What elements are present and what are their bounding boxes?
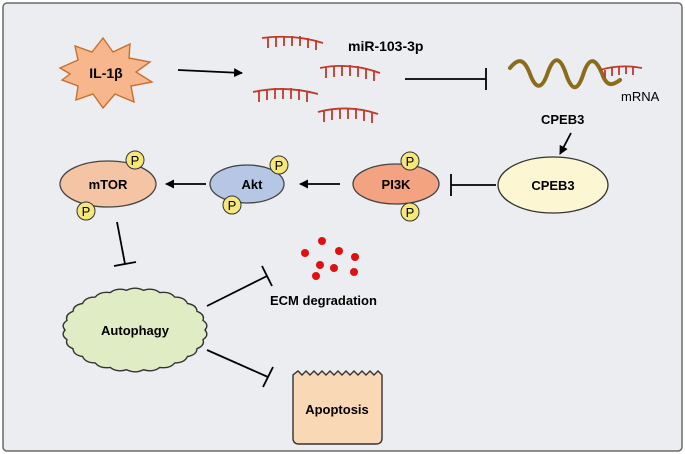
mrna-strand — [508, 58, 643, 90]
mirna-strand-2 — [319, 64, 381, 81]
mtor-phospho-bottom: P — [76, 201, 96, 221]
autophagy-node: Autophagy — [62, 287, 208, 373]
inhibit-mtor-to-autophagy — [113, 221, 137, 267]
ecm-label: ECM degradation — [270, 293, 377, 308]
cpeb3-ellipse — [497, 156, 609, 214]
cpeb3-node: CPEB3 — [497, 156, 609, 214]
il1b-starburst-shape — [58, 36, 154, 110]
apoptosis-node: Apoptosis — [292, 370, 383, 445]
mirna-label: miR-103-3p — [348, 38, 423, 54]
bound-mirna — [599, 65, 643, 78]
phospho-label: P — [228, 198, 237, 213]
phospho-label: P — [82, 204, 91, 219]
il1b-node: IL-1β — [58, 36, 154, 110]
akt-label: Akt — [242, 177, 264, 192]
mtor-phospho-top: P — [125, 150, 145, 170]
mrna-label: mRNA — [621, 89, 660, 104]
phospho-label: P — [131, 153, 140, 168]
cpeb3-gene-label: CPEB3 — [541, 112, 584, 127]
mtor-node: mTOR P P — [59, 150, 157, 221]
inhibit-mirna-to-mrna — [405, 68, 487, 90]
il1b-label: IL-1β — [89, 65, 123, 81]
arrow-il1b-to-mirna — [177, 68, 243, 78]
apoptosis-label: Apoptosis — [305, 402, 369, 417]
arrow-gene-to-cpeb3 — [559, 132, 572, 155]
phospho-label: P — [275, 158, 284, 173]
autophagy-label: Autophagy — [101, 323, 170, 338]
ecm-particles — [301, 237, 359, 280]
pi3k-ellipse — [352, 163, 440, 205]
pi3k-phospho-top: P — [400, 151, 420, 171]
pi3k-node: PI3K P P — [352, 151, 440, 222]
phospho-label: P — [406, 205, 415, 220]
mirna-strand-3 — [252, 88, 319, 102]
pi3k-label: PI3K — [382, 177, 412, 192]
mtor-ellipse — [59, 160, 157, 208]
cpeb3-label: CPEB3 — [531, 178, 574, 193]
mirna-strand-4 — [317, 107, 379, 123]
mirna-strand-1 — [261, 35, 324, 50]
inhibit-autophagy-to-apoptosis — [206, 349, 274, 388]
mirna-cluster — [252, 35, 381, 123]
inhibit-cpeb3-to-pi3k — [450, 174, 496, 196]
akt-node: Akt P P — [209, 155, 289, 215]
mtor-label: mTOR — [89, 177, 128, 192]
akt-phospho-top: P — [269, 155, 289, 175]
inhibit-autophagy-to-ecm — [206, 265, 273, 307]
akt-ellipse — [209, 164, 285, 204]
apoptosis-shape — [292, 370, 383, 445]
autophagy-shape — [62, 287, 208, 373]
phospho-label: P — [406, 154, 415, 169]
akt-phospho-bottom: P — [222, 195, 242, 215]
pi3k-phospho-bottom: P — [400, 202, 420, 222]
